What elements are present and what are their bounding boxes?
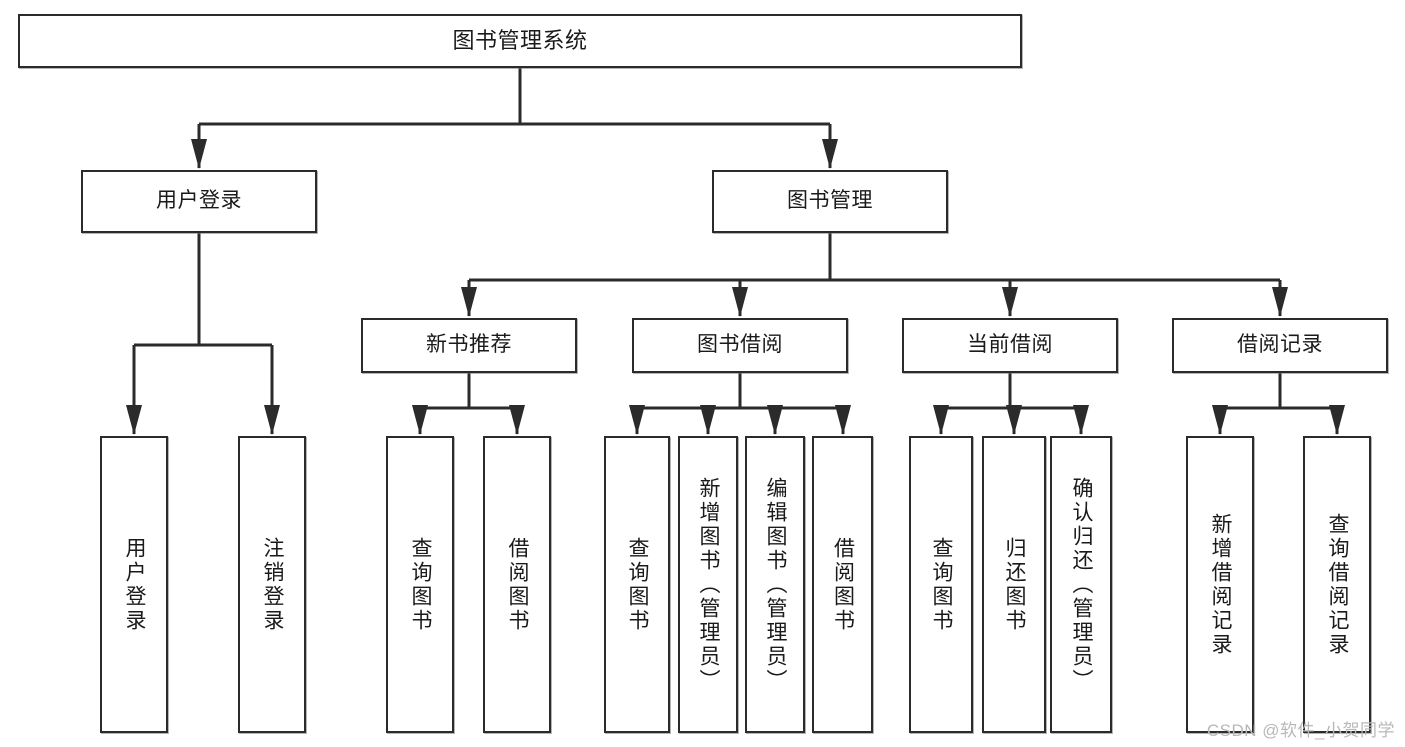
node-label: 新增图书（管理员） xyxy=(697,476,721,693)
node-leaf-return-book[interactable]: 归还图书 xyxy=(982,436,1046,733)
node-label: 当前借阅 xyxy=(967,333,1053,357)
node-label: 归还图书 xyxy=(1003,536,1027,633)
node-leaf-query-book-1[interactable]: 查询图书 xyxy=(386,436,454,733)
node-label: 注销登录 xyxy=(261,536,285,633)
node-leaf-query-book-2[interactable]: 查询图书 xyxy=(604,436,670,733)
node-leaf-query-borrow-record[interactable]: 查询借阅记录 xyxy=(1303,436,1371,733)
node-label: 新书推荐 xyxy=(426,333,512,357)
node-label: 用户登录 xyxy=(123,536,147,633)
node-leaf-query-book-3[interactable]: 查询图书 xyxy=(909,436,973,733)
node-root-system[interactable]: 图书管理系统 xyxy=(18,14,1022,68)
node-label: 查询图书 xyxy=(626,536,650,633)
node-label: 编辑图书（管理员） xyxy=(764,476,788,693)
node-book-borrow[interactable]: 图书借阅 xyxy=(632,318,848,373)
node-user-login[interactable]: 用户登录 xyxy=(81,170,317,233)
node-label: 用户登录 xyxy=(156,189,242,213)
node-label: 借阅图书 xyxy=(831,536,855,633)
node-label: 确认归还（管理员） xyxy=(1070,476,1094,693)
node-label: 查询图书 xyxy=(930,536,954,633)
node-leaf-user-logout[interactable]: 注销登录 xyxy=(238,436,306,733)
node-leaf-edit-book-admin[interactable]: 编辑图书（管理员） xyxy=(745,436,805,733)
node-label: 查询借阅记录 xyxy=(1326,512,1350,657)
node-label: 查询图书 xyxy=(409,536,433,633)
node-book-management[interactable]: 图书管理 xyxy=(712,170,948,233)
node-leaf-add-borrow-record[interactable]: 新增借阅记录 xyxy=(1186,436,1254,733)
node-borrow-record[interactable]: 借阅记录 xyxy=(1172,318,1388,373)
node-label: 新增借阅记录 xyxy=(1209,512,1233,657)
node-leaf-confirm-return-admin[interactable]: 确认归还（管理员） xyxy=(1050,436,1112,733)
node-current-borrow[interactable]: 当前借阅 xyxy=(902,318,1118,373)
node-label: 图书管理 xyxy=(787,189,873,213)
node-label: 图书借阅 xyxy=(697,333,783,357)
node-leaf-user-login[interactable]: 用户登录 xyxy=(100,436,168,733)
node-label: 图书管理系统 xyxy=(452,28,588,54)
node-label: 借阅图书 xyxy=(506,536,530,633)
node-leaf-add-book-admin[interactable]: 新增图书（管理员） xyxy=(678,436,738,733)
node-leaf-borrow-book-2[interactable]: 借阅图书 xyxy=(812,436,873,733)
node-label: 借阅记录 xyxy=(1237,333,1323,357)
watermark-text: CSDN @软件_小贺同学 xyxy=(1206,721,1395,740)
node-new-book-recommend[interactable]: 新书推荐 xyxy=(361,318,577,373)
node-leaf-borrow-book-1[interactable]: 借阅图书 xyxy=(483,436,551,733)
